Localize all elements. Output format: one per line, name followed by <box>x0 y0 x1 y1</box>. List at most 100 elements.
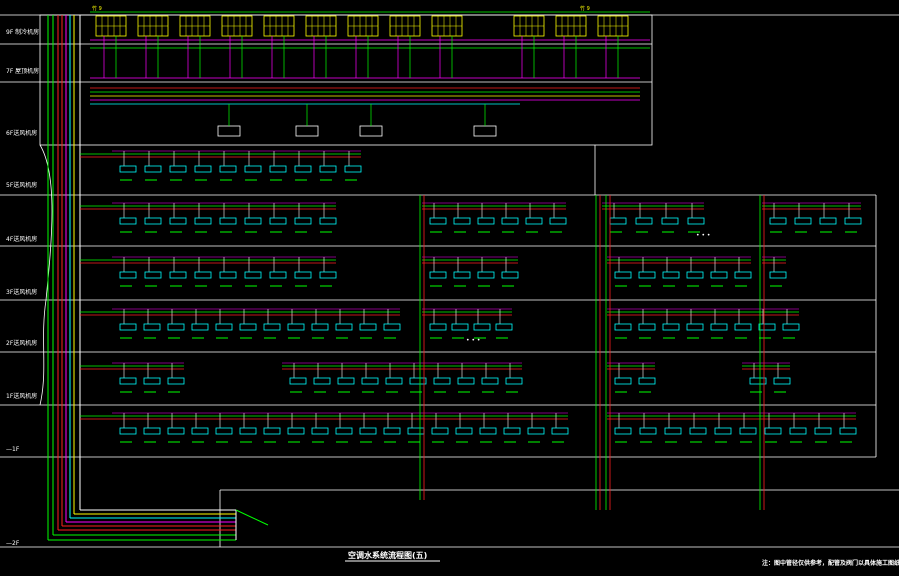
fan-coil-unit <box>429 323 447 331</box>
fan-coil-unit <box>431 427 449 435</box>
fan-coil-unit <box>219 165 237 173</box>
fan-coil-unit <box>710 323 728 331</box>
fan-coil-unit <box>335 427 353 435</box>
fan-coil-unit <box>479 427 497 435</box>
level-label-b2: —2F <box>6 540 20 547</box>
fan-coil-unit <box>244 165 262 173</box>
fan-coil-unit <box>319 165 337 173</box>
fan-coil-unit <box>429 217 447 225</box>
fan-coil-unit <box>313 377 331 385</box>
fan-coil-unit <box>337 377 355 385</box>
roof-unit-group <box>95 15 629 137</box>
fan-coil-unit <box>144 165 162 173</box>
roof-unit <box>555 15 587 78</box>
ahu-box <box>295 125 319 137</box>
fan-coil-unit <box>714 427 732 435</box>
fan-coil-unit <box>686 271 704 279</box>
fan-coil-unit <box>661 217 679 225</box>
floor-branch-group <box>80 150 862 510</box>
fan-coil-unit <box>689 427 707 435</box>
fan-coil-unit <box>614 323 632 331</box>
fan-coil-unit <box>662 271 680 279</box>
fan-coil-unit <box>335 323 353 331</box>
branch-row <box>422 256 519 287</box>
roof-equipment-row <box>90 11 650 105</box>
branch-row <box>607 362 656 393</box>
fan-coil-unit <box>710 271 728 279</box>
fan-coil-unit <box>239 427 257 435</box>
roof-unit <box>179 15 211 78</box>
branch-row <box>422 308 513 339</box>
fan-coil-unit <box>749 377 767 385</box>
fan-coil-unit <box>664 427 682 435</box>
drawing-note: 注：图中管径仅供参考，配管及阀门以具体施工图纸为准 <box>762 559 899 567</box>
fan-coil-unit <box>263 427 281 435</box>
fan-coil-unit <box>169 165 187 173</box>
fan-coil-unit <box>457 377 475 385</box>
ellipsis-2f: • • • <box>466 337 480 344</box>
roof-unit <box>597 15 629 78</box>
fan-coil-unit <box>501 217 519 225</box>
level-label-4f: 4F送风机房 <box>6 235 37 243</box>
fan-coil-unit <box>194 271 212 279</box>
main-riser-bundle <box>47 15 269 541</box>
fan-coil-unit <box>244 271 262 279</box>
fan-coil-unit <box>194 165 212 173</box>
fan-coil-unit <box>167 323 185 331</box>
fan-coil-unit <box>525 217 543 225</box>
top-marker-right: 竹 9 <box>580 5 590 12</box>
fan-coil-unit <box>501 271 519 279</box>
fan-coil-unit <box>451 323 469 331</box>
fan-coil-unit <box>527 427 545 435</box>
fan-coil-unit <box>219 217 237 225</box>
branch-row <box>607 412 857 443</box>
fan-coil-unit <box>119 323 137 331</box>
fan-coil-unit <box>639 427 657 435</box>
fan-coil-unit <box>758 323 776 331</box>
fan-coil-unit <box>734 323 752 331</box>
branch-row <box>282 362 523 393</box>
branch-row <box>112 150 362 181</box>
fan-coil-unit <box>244 217 262 225</box>
fan-coil-unit <box>764 427 782 435</box>
fan-coil-unit <box>294 271 312 279</box>
level-label-2f: 2F送风机房 <box>6 339 37 347</box>
fan-coil-unit <box>311 323 329 331</box>
top-marker-left: 竹 9 <box>92 5 102 12</box>
fan-coil-unit <box>409 377 427 385</box>
fan-coil-unit <box>344 165 362 173</box>
fan-coil-unit <box>143 323 161 331</box>
branch-row <box>762 202 862 233</box>
level-label-9f: 9F 制冷机房 <box>6 28 39 36</box>
fan-coil-unit <box>143 377 161 385</box>
fan-coil-unit <box>359 323 377 331</box>
ahu-box <box>359 125 383 137</box>
fan-coil-unit <box>481 377 499 385</box>
fan-coil-unit <box>215 427 233 435</box>
fan-coil-unit <box>119 377 137 385</box>
fan-coil-unit <box>215 323 233 331</box>
fan-coil-unit <box>769 271 787 279</box>
roof-unit <box>389 15 421 78</box>
fan-coil-unit <box>614 427 632 435</box>
roof-unit <box>513 15 545 78</box>
fan-coil-unit <box>687 217 705 225</box>
fan-coil-unit <box>477 217 495 225</box>
branch-row <box>112 412 569 443</box>
fan-coil-unit <box>503 427 521 435</box>
fan-coil-unit <box>169 271 187 279</box>
roof-unit <box>95 15 127 78</box>
ellipsis-4f: • • • <box>696 232 710 239</box>
fan-coil-unit <box>407 427 425 435</box>
fan-coil-unit <box>844 217 862 225</box>
fan-coil-unit <box>383 323 401 331</box>
fan-coil-unit <box>191 323 209 331</box>
branch-row <box>112 362 185 393</box>
fan-coil-unit <box>143 427 161 435</box>
branch-row <box>112 256 337 287</box>
fan-coil-unit <box>638 323 656 331</box>
fan-coil-unit <box>739 427 757 435</box>
fan-coil-unit <box>549 217 567 225</box>
ahu-box <box>217 125 241 137</box>
